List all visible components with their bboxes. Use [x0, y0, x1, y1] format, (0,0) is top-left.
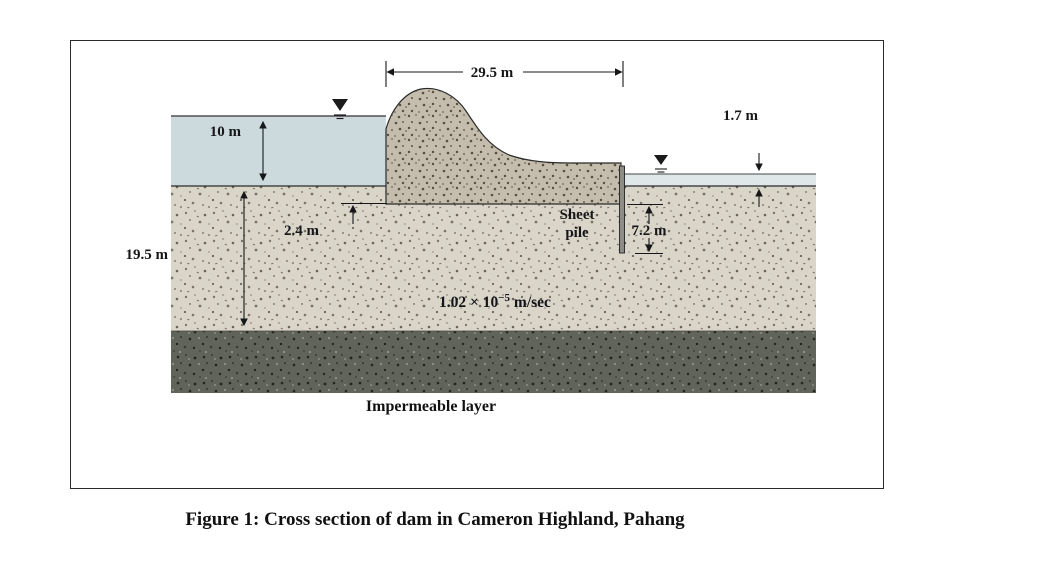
upstream-water-table-icon: [332, 99, 348, 120]
upstream-depth-dimension: 10 m: [210, 120, 267, 182]
sheet-pile-label-line2: pile: [565, 225, 589, 241]
embedment-dimension: 2.4 m: [284, 203, 387, 239]
sheet-pile: [619, 165, 625, 254]
sheet-pile-depth-dimension: 7.2 m: [627, 204, 668, 254]
embedment-label: 2.4 m: [284, 223, 320, 239]
dam-body: [385, 87, 622, 205]
sheet-pile-label-line1: Sheet: [560, 207, 595, 223]
permeability-exponent: −5: [498, 292, 510, 304]
permeable-soil-layer: [171, 186, 816, 331]
downstream-water-table-icon: [654, 155, 668, 173]
upstream-depth-label: 10 m: [210, 124, 242, 140]
sheet-pile-label: Sheet pile: [560, 207, 595, 241]
figure-frame: 29.5 m 10 m 19.5 m 2.4 m Sheet pile: [70, 40, 884, 489]
downstream-water: [624, 174, 816, 186]
downstream-depth-label: 1.7 m: [723, 108, 759, 124]
downstream-depth-dimension: 1.7 m: [723, 108, 763, 207]
impermeable-layer-label: Impermeable layer: [366, 398, 496, 415]
permeability-base: 1.02 × 10: [439, 294, 498, 311]
soil-thickness-dimension: 19.5 m: [126, 190, 248, 327]
soil-thickness-label: 19.5 m: [126, 247, 169, 263]
crest-width-dimension: 29.5 m: [385, 61, 624, 87]
permeability-label: 1.02 × 10−5 m/sec: [439, 292, 551, 311]
upstream-water: [171, 116, 386, 186]
crest-width-label: 29.5 m: [471, 65, 514, 81]
impermeable-layer-band: [171, 331, 816, 393]
figure-caption: Figure 1: Cross section of dam in Camero…: [185, 509, 685, 530]
sheet-pile-depth-label: 7.2 m: [632, 223, 668, 239]
permeability-unit: m/sec: [510, 294, 551, 311]
dam-cross-section-diagram: 29.5 m 10 m 19.5 m 2.4 m Sheet pile: [126, 61, 816, 415]
